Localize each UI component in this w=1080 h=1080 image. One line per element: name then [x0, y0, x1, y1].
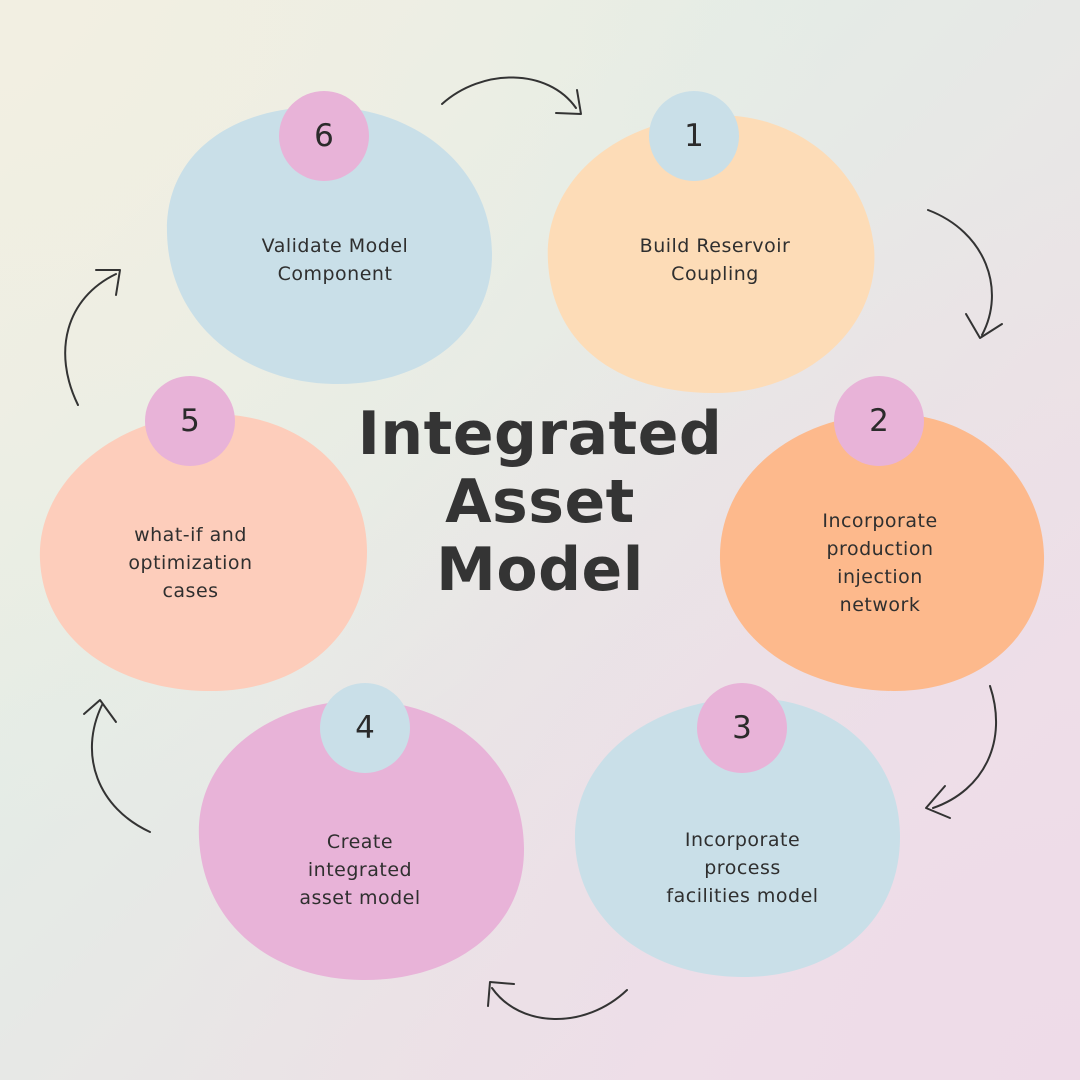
step-2-blob-shape	[719, 413, 1045, 692]
step-3-blob-shape	[574, 697, 901, 978]
step-4-blob	[198, 700, 525, 981]
curved-arrow-icon-6-to-1	[441, 76, 582, 115]
curved-arrow-icon-5-to-6	[64, 269, 121, 406]
step-1-blob	[547, 115, 875, 394]
diagram-title: Integrated Asset Model	[340, 400, 740, 604]
step-4-number-badge: 4	[320, 683, 410, 773]
step-5-label: what-if and optimization cases	[128, 524, 253, 602]
step-1-label: Build Reservoir Coupling	[639, 235, 791, 285]
title-line-1: Integrated	[357, 399, 723, 469]
step-2-blob	[719, 413, 1045, 692]
step-4-blob-shape	[198, 700, 525, 981]
step-6-blob-shape	[166, 106, 493, 385]
curved-arrow-icon-4-to-5	[83, 699, 151, 833]
step-6-number-badge: 6	[279, 91, 369, 181]
curved-arrow-icon-1-to-2	[927, 209, 1003, 339]
step-3-label: Incorporate process facilities model	[666, 828, 819, 907]
curved-arrow-icon-3-to-4	[487, 981, 628, 1020]
step-2-label: Incorporate production injection network	[822, 509, 938, 616]
step-5-blob-shape	[39, 413, 368, 692]
step-1-blob-shape	[547, 115, 875, 394]
step-2-number-badge: 2	[834, 376, 924, 466]
title-line-3: Model	[436, 535, 644, 605]
step-5-blob	[39, 413, 368, 692]
step-4-label: Create integrated asset model	[299, 831, 421, 909]
step-3-blob	[574, 697, 901, 978]
step-3-number-badge: 3	[697, 683, 787, 773]
step-6-label: Validate Model Component	[261, 235, 409, 285]
curved-arrow-icon-2-to-3	[925, 685, 998, 819]
step-6-blob	[166, 106, 493, 385]
step-5-number-badge: 5	[145, 376, 235, 466]
step-1-number-badge: 1	[649, 91, 739, 181]
title-line-2: Asset	[445, 467, 635, 537]
